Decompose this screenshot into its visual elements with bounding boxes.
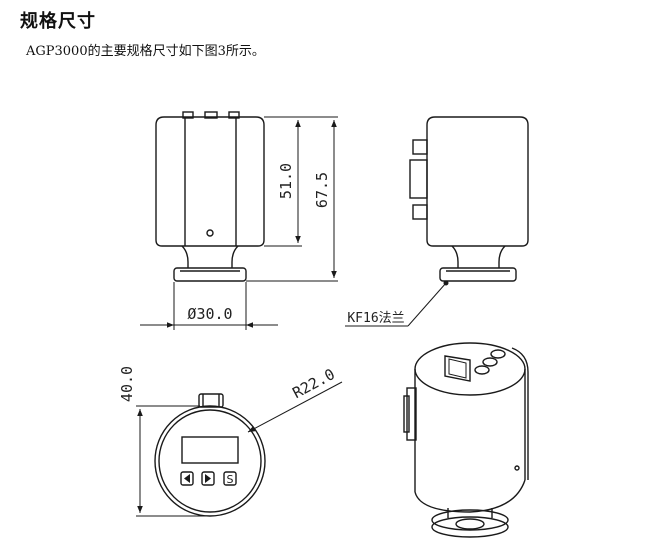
intro-text: AGP3000的主要规格尺寸如下图3所示。: [26, 44, 265, 59]
key-right-icon: [205, 474, 211, 483]
front-view: [155, 111, 265, 282]
top-dimension-lines: [136, 381, 343, 517]
dim-depth: 40.0: [118, 366, 136, 402]
front-dimension-lines: [140, 116, 338, 330]
isometric-view: [403, 342, 529, 538]
dim-height-body: 51.0: [277, 163, 295, 199]
dim-height-total: 67.5: [313, 172, 331, 208]
side-view: [409, 116, 529, 282]
key-left-icon: [184, 474, 190, 483]
top-view: [154, 393, 266, 517]
section-heading: 规格尺寸: [20, 11, 96, 32]
flange-leader: [345, 280, 449, 327]
flange-label: KF16法兰: [347, 311, 404, 326]
key-s-icon: S: [227, 473, 234, 486]
key-icons: [184, 474, 211, 483]
dim-diameter: Ø30.0: [187, 305, 232, 323]
